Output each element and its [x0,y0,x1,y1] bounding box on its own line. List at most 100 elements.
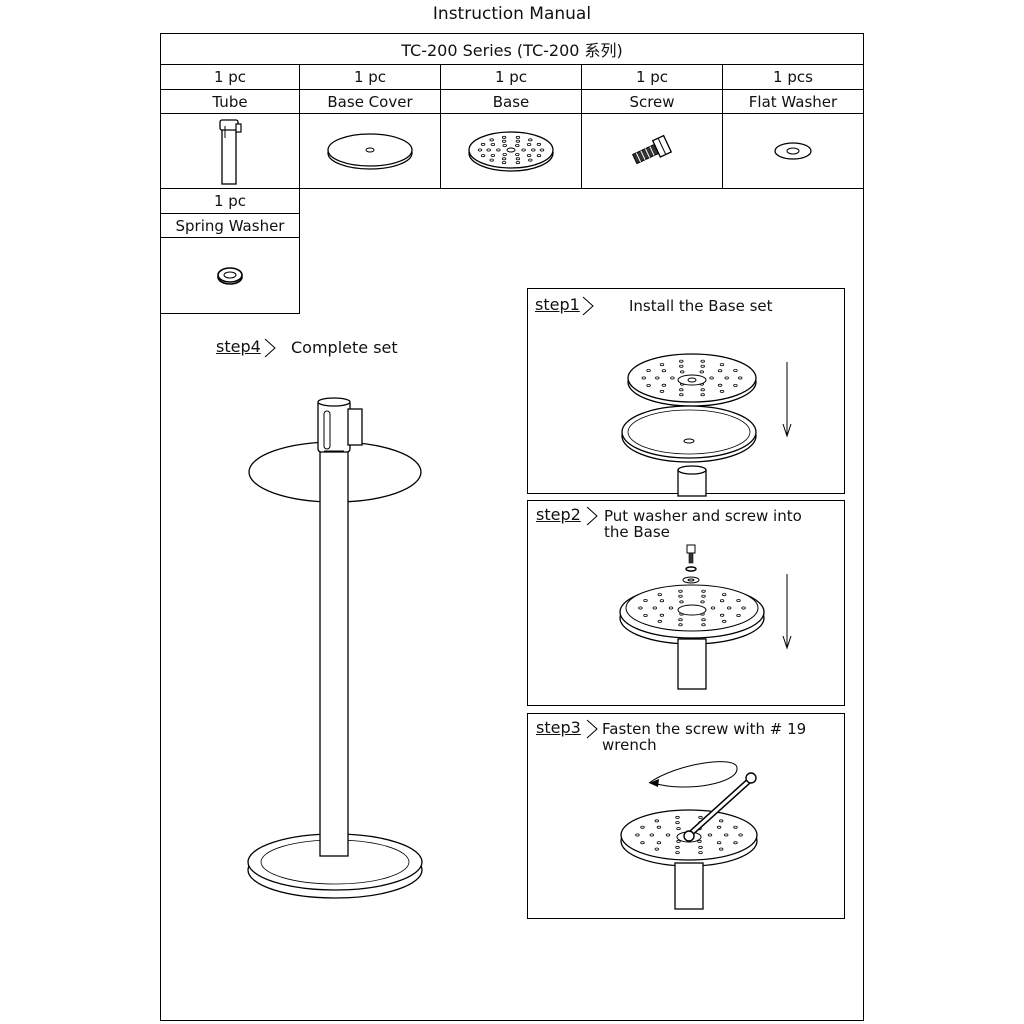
base-hole [665,833,671,837]
base-hole [724,376,729,380]
base-hole [661,369,667,373]
tube-icon [219,119,242,185]
base-hole [635,833,640,837]
base-hole [717,383,723,387]
base-hole [733,384,738,388]
base-hole [489,158,494,162]
base-hole [679,600,684,604]
base-hole [726,606,732,610]
base-hole [489,138,494,142]
part-image-cell-base-cover [300,114,441,189]
part-name-base-cover: Base Cover [300,90,441,114]
base-hole [526,153,532,157]
base-hole [700,393,705,397]
base-hole [501,135,507,139]
base-hole [721,619,727,623]
step2-tag-arrow-icon [586,506,598,526]
base-hole [707,833,713,837]
base-hole [670,376,675,380]
base-cover-icon [327,133,413,170]
base-hole [528,158,533,162]
base-hole [701,589,706,593]
spring-washer-icon [217,266,243,285]
part-qty-spring-washer: 1 pc [160,189,300,214]
part-name-tube: Tube [160,90,300,114]
step1-tag: step1 [535,295,580,314]
base-hole [700,364,705,368]
step2-tag: step2 [536,505,581,524]
base-hole [477,148,483,152]
step3-tag-arrow-icon [586,719,598,739]
part-name-base: Base [441,90,582,114]
base-hole [502,152,507,156]
base-hole [661,383,667,387]
base-hole [719,363,725,367]
screw-icon [632,134,673,165]
base-hole [716,825,722,829]
base-hole [676,827,681,831]
base-hole [656,841,662,845]
base-hole [515,152,520,156]
step4-tag-arrow-icon [264,338,276,358]
base-hole [675,845,680,849]
series-header: TC-200 Series (TC-200 系列) [160,33,864,65]
part-image-cell-flat-washer [723,114,864,189]
base-hole [737,376,743,380]
base-hole [698,815,703,819]
part-name-flat-washer: Flat Washer [723,90,864,114]
base-hole [515,135,521,139]
base-hole [496,148,501,152]
base-hole [719,613,725,617]
base-center-hole [506,147,516,153]
base-hole [678,618,683,622]
base-hole [721,593,727,597]
base-hole [675,851,680,855]
base-hole [668,606,674,610]
base-holes [635,815,743,855]
base-hole [536,154,542,158]
base-hole [701,594,706,598]
base-hole [675,815,680,819]
base-hole [699,370,704,374]
base-hole [521,148,526,152]
base-hole [640,825,645,829]
base-hole [515,161,521,165]
base-hole [652,606,657,610]
part-image-cell-base [441,114,582,189]
part-image-cell-screw [582,114,723,189]
base-hole [679,388,684,392]
base-hole [659,613,665,617]
base-icon [468,131,554,172]
base-hole [536,142,542,146]
base-hole [733,841,738,845]
part-image-cell-spring-washer [160,238,300,314]
base-hole [719,389,725,393]
base-hole [710,606,716,610]
page-title: Instruction Manual [432,4,592,24]
part-name-spring-washer: Spring Washer [160,214,300,238]
base-hole [697,839,702,843]
complete-set-drawing [247,397,423,899]
part-qty-base: 1 pc [441,65,582,90]
base-hole [676,839,681,843]
base-hole [718,847,724,851]
step1-illustration [621,353,792,497]
base-hole [738,833,743,837]
base-hole [654,847,659,851]
base-hole [526,142,532,146]
base-hole [480,154,486,158]
base-hole [640,841,645,845]
step3-text: Fasten the screw with # 19 wrench [602,720,807,754]
base-hole [501,157,507,161]
base-hole [515,143,520,147]
flat-washer-icon [774,142,812,160]
base-hole [515,157,521,161]
step3-illustration [620,761,758,910]
base-hole [678,594,683,598]
base-hole [539,148,545,152]
step4-text: Complete set [291,338,398,357]
base-hole [501,161,507,165]
step2-illustration [619,544,792,690]
part-name-screw: Screw [582,90,723,114]
base-hole [675,821,680,825]
